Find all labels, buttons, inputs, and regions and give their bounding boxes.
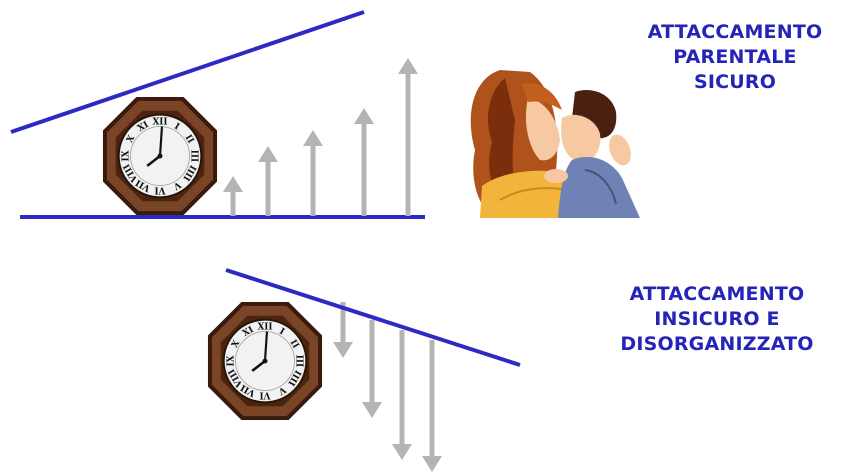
down-arrows — [333, 302, 442, 472]
clock-icon — [103, 97, 217, 215]
up-arrow — [258, 146, 278, 216]
mother-child-illustration — [471, 70, 640, 218]
down-arrow — [392, 330, 412, 460]
caption-insecure-attachment: ATTACCAMENTO INSICURO E DISORGANIZZATO — [592, 282, 842, 357]
caption-line: INSICURO E — [592, 307, 842, 332]
down-arrow — [362, 320, 382, 418]
up-arrow — [398, 58, 418, 216]
caption-line: ATTACCAMENTO — [628, 20, 842, 45]
caption-secure-attachment: ATTACCAMENTO PARENTALE SICURO — [628, 20, 842, 95]
up-arrow — [223, 176, 243, 216]
caption-line: SICURO — [628, 70, 842, 95]
caption-line: DISORGANIZZATO — [592, 332, 842, 357]
up-arrow — [354, 108, 374, 216]
caption-line: PARENTALE — [628, 45, 842, 70]
bottom-panel — [208, 270, 520, 472]
up-arrows — [223, 58, 418, 216]
top-panel — [11, 12, 640, 218]
up-arrow — [303, 130, 323, 216]
clock-icon — [208, 302, 322, 420]
down-arrow — [422, 340, 442, 472]
caption-line: ATTACCAMENTO — [592, 282, 842, 307]
